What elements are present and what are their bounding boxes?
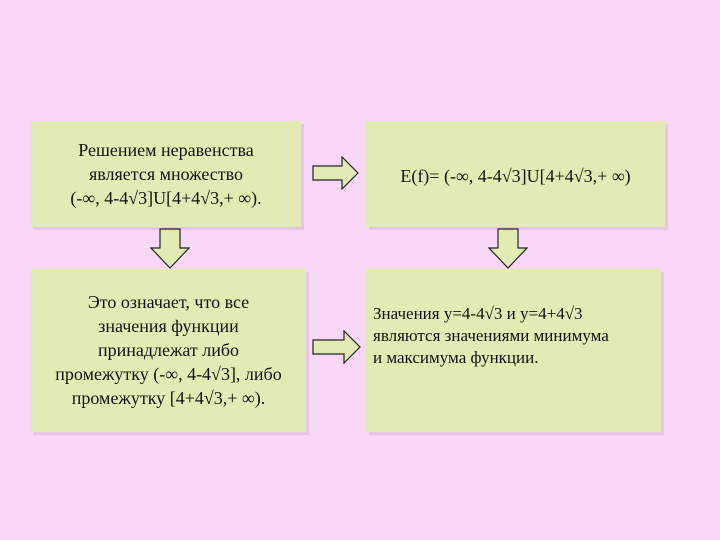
- arrow-right-top-icon: [312, 156, 359, 190]
- arrow-down-left-icon: [150, 228, 190, 269]
- box-range-of-function: E(f)= (-∞, 4-4√3]U[4+4√3,+ ∞): [366, 121, 665, 227]
- meaning-text-line-2: значения функции: [98, 316, 239, 336]
- solution-text-line-3: (-∞, 4-4√3]U[4+4√3,+ ∞).: [70, 188, 262, 208]
- meaning-text-line-1: Это означает, что все: [87, 292, 250, 312]
- minmax-text-line-3: и максимума функции.: [373, 348, 539, 367]
- meaning-text-line-5: промежутку [4+4√3,+ ∞).: [71, 388, 266, 408]
- meaning-text-line-3: принадлежат либо: [97, 340, 240, 360]
- solution-text-line-2: является множество: [88, 164, 244, 184]
- solution-text-line-1: Решением неравенства: [78, 140, 254, 160]
- box-min-max-values: Значения y=4-4√3 и y=4+4√3 являются знач…: [366, 269, 661, 432]
- box-solution-set: Решением неравенства является множество …: [31, 121, 301, 227]
- meaning-text-line-4: промежутку (-∞, 4-4√3], либо: [55, 364, 282, 384]
- minmax-text-line-1: Значения y=4-4√3 и y=4+4√3: [373, 304, 583, 323]
- box-meaning: Это означает, что все значения функции п…: [31, 269, 306, 432]
- arrow-down-right-icon: [488, 228, 528, 269]
- arrow-right-bottom-icon: [312, 330, 361, 364]
- minmax-text-line-2: являются значениями минимума: [373, 326, 609, 345]
- range-text-line-1: E(f)= (-∞, 4-4√3]U[4+4√3,+ ∞): [400, 166, 631, 186]
